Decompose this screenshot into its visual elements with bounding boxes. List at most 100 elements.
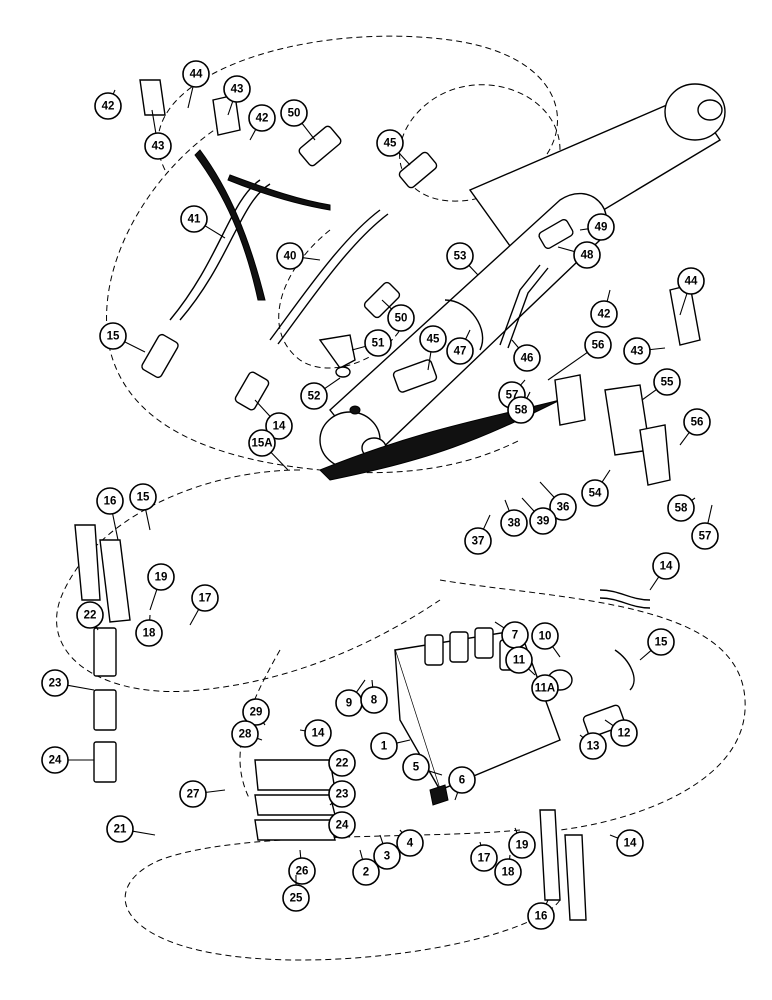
callout-circle xyxy=(387,304,415,332)
callout-number: 17 xyxy=(199,593,212,605)
callout-23: 23 xyxy=(328,780,356,808)
callout-circle xyxy=(581,479,609,507)
callout-circle xyxy=(587,213,615,241)
callout-number: 14 xyxy=(273,421,286,433)
callout-47: 47 xyxy=(446,329,474,365)
leader-line xyxy=(249,129,257,141)
leader-line xyxy=(428,770,443,776)
callout-circle xyxy=(191,584,219,612)
callout-circle xyxy=(352,858,380,886)
callout-number: 15A xyxy=(251,438,272,450)
callout-41: 41 xyxy=(180,205,226,239)
callout-circle xyxy=(508,831,536,859)
callout-circle xyxy=(531,622,559,650)
callout-number: 8 xyxy=(371,695,378,707)
callout-number: 46 xyxy=(521,353,534,365)
callout-circle xyxy=(328,811,356,839)
callout-circle xyxy=(505,646,533,674)
callout-52: 52 xyxy=(300,377,341,410)
callout-circle xyxy=(280,99,308,127)
callout-number: 3 xyxy=(384,851,390,863)
callout-22: 22 xyxy=(328,749,356,777)
callout-circle xyxy=(376,129,404,157)
callout-14: 14 xyxy=(299,719,332,747)
callout-circle xyxy=(584,331,612,359)
callout-number: 11A xyxy=(535,683,555,695)
callout-number: 5 xyxy=(413,762,420,774)
callout-number: 43 xyxy=(631,346,644,358)
callout-10: 10 xyxy=(531,622,561,658)
callout-number: 15 xyxy=(107,331,120,343)
callout-circle xyxy=(96,487,124,515)
leader-line xyxy=(359,849,364,860)
callout-number: 24 xyxy=(336,820,349,832)
callout-circle xyxy=(448,766,476,794)
callout-57: 57 xyxy=(691,504,719,550)
callout-number: 14 xyxy=(624,838,637,850)
callout-circle xyxy=(106,815,134,843)
leader-line xyxy=(609,834,619,839)
leader-line xyxy=(324,377,341,390)
callout-number: 37 xyxy=(472,536,485,548)
callout-43: 43 xyxy=(623,337,666,365)
callout-11: 11 xyxy=(505,646,536,676)
leader-line xyxy=(270,451,289,471)
callout-circle xyxy=(529,507,557,535)
leader-line xyxy=(302,257,321,261)
callout-circle xyxy=(231,720,259,748)
callout-3: 3 xyxy=(373,834,401,870)
callout-number: 14 xyxy=(312,728,325,740)
leader-line xyxy=(187,86,194,109)
callout-39: 39 xyxy=(521,497,557,535)
callout-28: 28 xyxy=(231,720,263,748)
leader-line xyxy=(132,830,156,836)
leader-line xyxy=(604,719,614,727)
leader-line xyxy=(521,497,535,512)
callout-40: 40 xyxy=(276,242,321,270)
callout-8: 8 xyxy=(360,679,388,714)
callout-circle xyxy=(179,780,207,808)
callout-circle xyxy=(590,300,618,328)
callout-circle xyxy=(513,344,541,372)
leader-line xyxy=(355,679,366,693)
callout-number: 11 xyxy=(513,655,526,667)
callout-number: 36 xyxy=(557,502,570,514)
callout-number: 41 xyxy=(188,214,201,226)
callout-number: 55 xyxy=(661,377,674,389)
callout-15: 15 xyxy=(99,322,146,353)
leader-line xyxy=(606,289,611,302)
leader-line xyxy=(396,739,411,744)
callout-number: 58 xyxy=(675,503,688,515)
callout-15: 15 xyxy=(639,628,675,661)
callout-54: 54 xyxy=(581,469,611,507)
callout-16: 16 xyxy=(96,487,124,541)
leader-line xyxy=(227,101,234,116)
callout-19: 19 xyxy=(508,827,536,859)
callout-number: 10 xyxy=(539,631,552,643)
callout-1: 1 xyxy=(370,732,411,760)
leader-line xyxy=(145,509,151,531)
callout-number: 29 xyxy=(250,707,263,719)
callout-21: 21 xyxy=(106,815,156,843)
callout-48: 48 xyxy=(557,241,601,269)
callout-number: 15 xyxy=(655,637,668,649)
leader-line xyxy=(482,514,491,530)
callout-circle xyxy=(494,858,522,886)
callout-37: 37 xyxy=(464,514,492,555)
leader-line xyxy=(371,679,374,688)
callout-number: 43 xyxy=(231,84,244,96)
callout-45: 45 xyxy=(376,129,411,166)
leader-line xyxy=(381,299,392,310)
callout-circle xyxy=(549,493,577,521)
callout-42: 42 xyxy=(248,104,276,141)
callout-14: 14 xyxy=(609,829,644,857)
callout-circle xyxy=(527,902,555,930)
callout-circle xyxy=(135,619,163,647)
callout-number: 42 xyxy=(256,113,269,125)
callout-14: 14 xyxy=(649,552,680,591)
callout-15a: 15A xyxy=(248,429,289,471)
leader-line xyxy=(427,351,432,371)
callout-7: 7 xyxy=(494,621,529,649)
